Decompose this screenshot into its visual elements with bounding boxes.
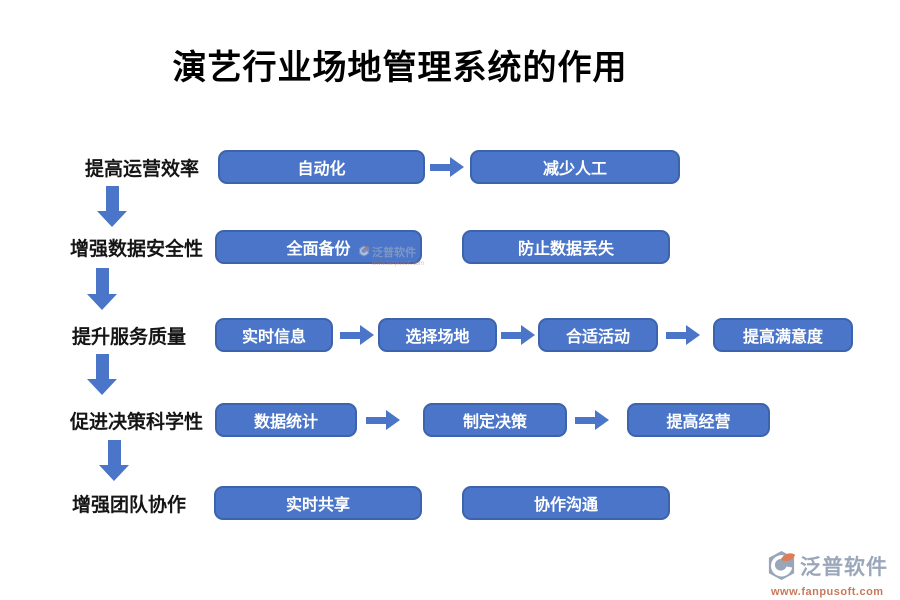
right-arrow-icon [366,410,400,430]
fanpu-logo-name: 泛普软件 [800,556,888,579]
watermark-name: 泛普软件 [372,246,416,259]
flow-box-improve-operation: 提高经营 [627,403,770,437]
row-label-data-security: 增强数据安全性 [70,238,204,260]
watermark: 泛普软件 www.fanpusoft.com [358,245,424,267]
right-arrow-icon [340,325,374,345]
row-label-service-quality: 提升服务质量 [72,326,187,348]
page-title: 演艺行业场地管理系统的作用 [172,49,628,87]
flow-box-data-statistics: 数据统计 [215,403,357,437]
right-arrow-icon [666,325,700,345]
flow-box-reduce-labor: 减少人工 [470,150,680,184]
fanpu-logo-icon [766,550,797,585]
fanpu-logo-url: www.fanpusoft.com [771,586,884,598]
flow-box-automation: 自动化 [218,150,425,184]
right-arrow-icon [430,157,464,177]
flow-box-prevent-data-loss: 防止数据丢失 [462,230,670,264]
flow-box-choose-venue: 选择场地 [378,318,497,352]
fanpu-logo: 泛普软件 www.fanpusoft.com [766,550,888,598]
row-label-operations: 提高运营效率 [85,158,200,180]
down-arrow-icon [87,354,117,395]
down-arrow-icon [97,186,127,227]
flow-box-suitable-event: 合适活动 [538,318,658,352]
fanpu-watermark-icon [358,245,370,261]
down-arrow-icon [99,440,129,481]
flow-box-collaboration-communication: 协作沟通 [462,486,670,520]
right-arrow-icon [575,410,609,430]
row-label-team-collaboration: 增强团队协作 [72,494,187,516]
flow-box-realtime-info: 实时信息 [215,318,333,352]
watermark-url: www.fanpusoft.com [372,261,425,267]
down-arrow-icon [87,268,117,310]
flow-box-make-decisions: 制定决策 [423,403,567,437]
flow-box-full-backup: 全面备份 [215,230,422,264]
flow-box-improve-satisfaction: 提高满意度 [713,318,853,352]
flow-box-realtime-sharing: 实时共享 [214,486,422,520]
row-label-decision-making: 促进决策科学性 [70,411,204,433]
right-arrow-icon [501,325,535,345]
